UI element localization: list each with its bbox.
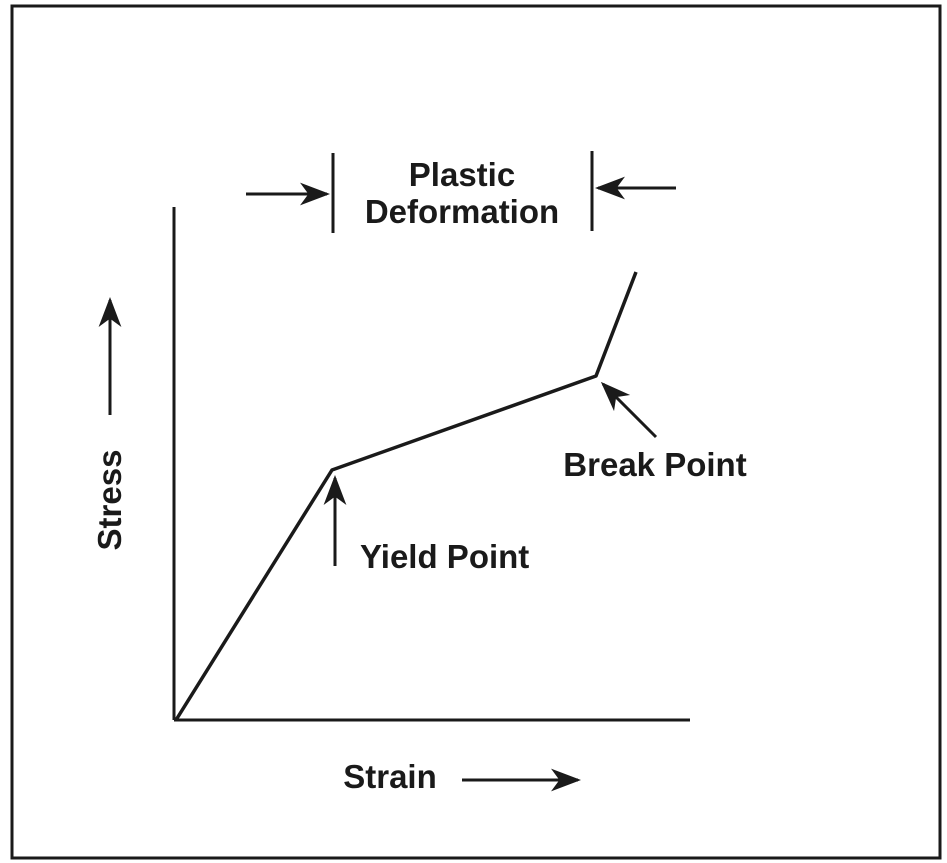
x-axis-label: Strain bbox=[343, 758, 437, 795]
break-point-label: Break Point bbox=[563, 446, 746, 483]
y-axis-label: Stress bbox=[91, 450, 128, 551]
break-point-arrow bbox=[600, 381, 658, 439]
stress-strain-curve bbox=[174, 271, 638, 721]
plastic-label-line1: Plastic bbox=[409, 156, 515, 193]
outer-frame bbox=[10, 4, 942, 860]
yield-point-label: Yield Point bbox=[360, 538, 529, 575]
plastic-label-line2: Deformation bbox=[365, 193, 559, 230]
